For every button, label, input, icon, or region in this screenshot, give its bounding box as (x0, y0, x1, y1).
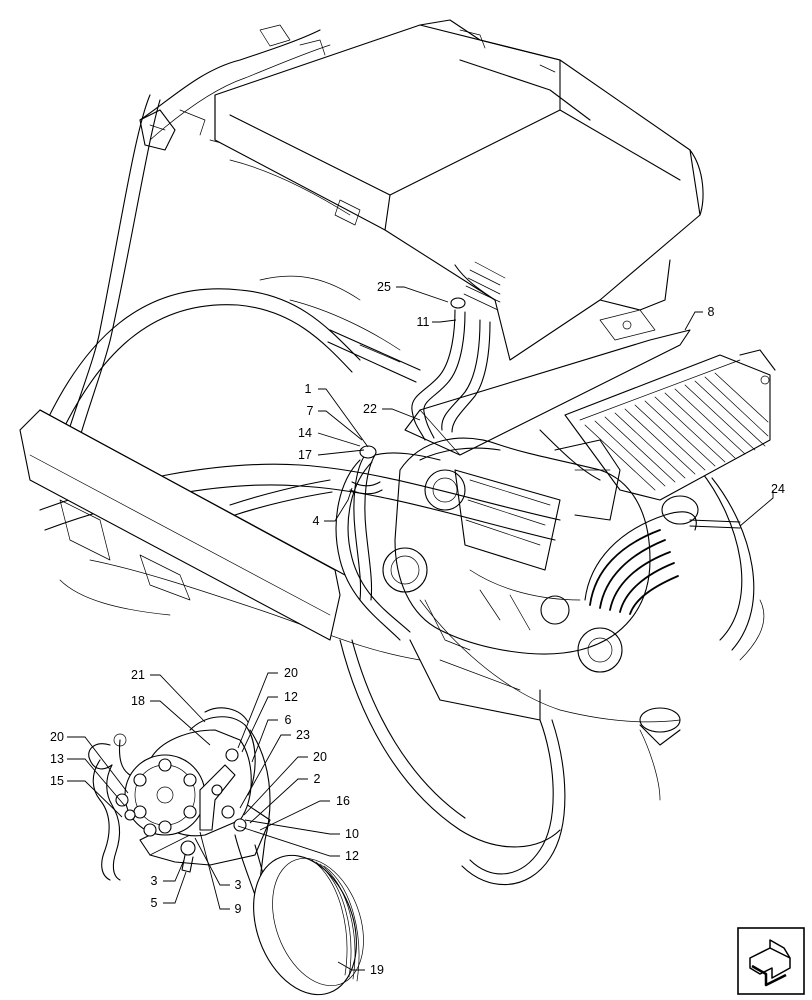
callout-14: 14 (298, 426, 312, 440)
compressor-detail (88, 707, 364, 996)
callout-9: 9 (235, 902, 242, 916)
callout-24: 24 (771, 482, 785, 496)
callout-12-upper: 12 (284, 690, 298, 704)
callout-8: 8 (708, 305, 715, 319)
front-body-panel (19, 409, 346, 641)
refrigerant-hose-11 (411, 297, 491, 441)
callout-labels: 1 2 3 3 4 5 6 7 8 9 10 11 12 12 13 14 15… (50, 280, 785, 977)
callout-17: 17 (298, 448, 312, 462)
callout-25: 25 (377, 280, 391, 294)
callout-3-center: 3 (235, 878, 242, 892)
callout-22: 22 (363, 402, 377, 416)
callout-4: 4 (313, 514, 320, 528)
callout-16: 16 (336, 794, 350, 808)
callout-12-lower: 12 (345, 849, 359, 863)
callout-20-upper: 20 (284, 666, 298, 680)
machine-frame (29, 29, 765, 886)
callout-10: 10 (345, 827, 359, 841)
callout-23: 23 (296, 728, 310, 742)
callout-20-left: 20 (50, 730, 64, 744)
callout-6: 6 (285, 713, 292, 727)
page-navigation-arrow-icon[interactable] (737, 927, 805, 995)
callout-2: 2 (314, 772, 321, 786)
leader-lines (67, 286, 774, 971)
callout-15: 15 (50, 774, 64, 788)
fan-guard-24 (689, 519, 741, 529)
callout-20-right: 20 (313, 750, 327, 764)
callout-1: 1 (305, 382, 312, 396)
cab-roof-hvac-unit (139, 19, 704, 361)
callout-5: 5 (151, 896, 158, 910)
callout-11: 11 (417, 315, 430, 329)
callout-18: 18 (131, 694, 145, 708)
callout-3-left: 3 (151, 874, 158, 888)
callout-13: 13 (50, 752, 64, 766)
refrigerant-hose-4 (349, 445, 441, 601)
condenser-mounting-plate (404, 329, 691, 456)
callout-7: 7 (307, 404, 314, 418)
engine-assembly (229, 429, 699, 746)
callout-19: 19 (370, 963, 384, 977)
callout-21: 21 (131, 668, 145, 682)
